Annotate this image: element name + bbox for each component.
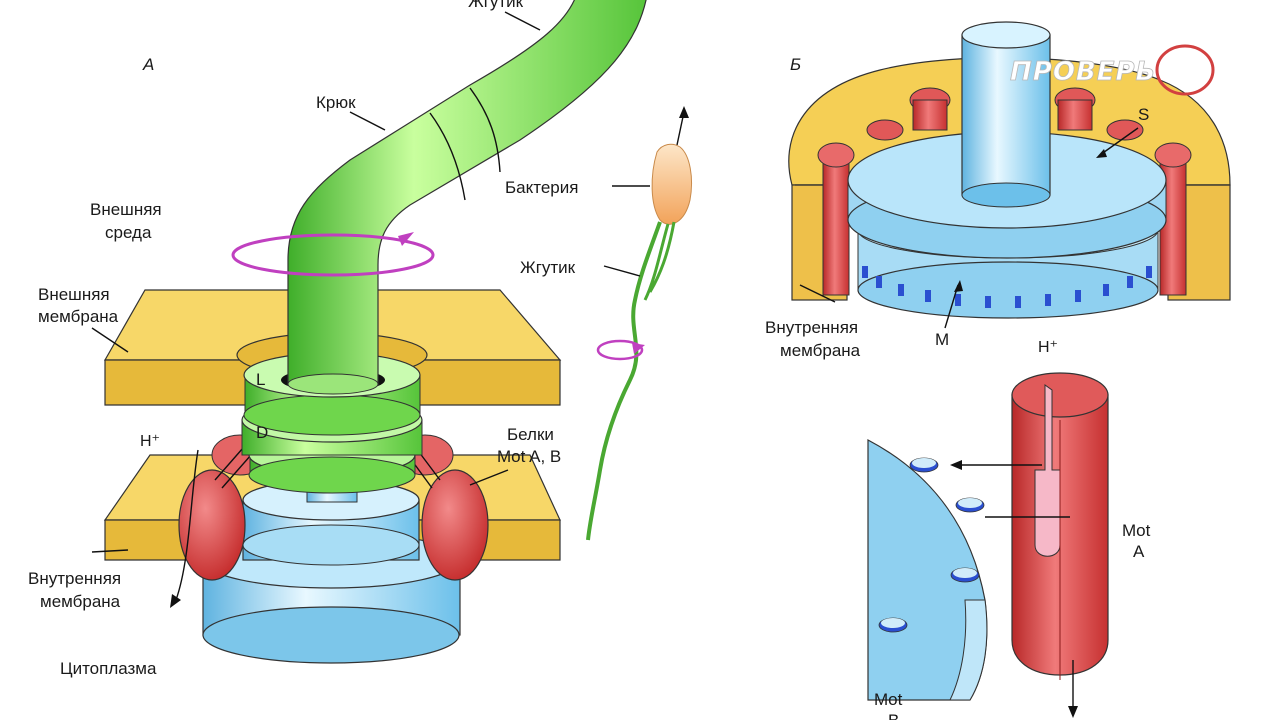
label-proton-b: H⁺ (1038, 339, 1058, 356)
label-proton-a: H⁺ (140, 433, 160, 450)
label-mot-a-2: A (1133, 542, 1145, 561)
labels-a: Жгутик Крюк Бактерия Жгутик Внешняя сред… (28, 0, 650, 678)
rotor-detail (867, 439, 988, 701)
channel-logo: ПРОВЕРЬ (1010, 44, 1215, 96)
label-outer-mem-2: мембрана (38, 307, 119, 326)
cytoplasm-rotor (202, 461, 461, 664)
bacterium-illustration (586, 106, 693, 541)
label-mot-b-1: Mot (874, 690, 903, 709)
label-cytoplasm: Цитоплазма (60, 659, 157, 678)
panel-a: А (28, 0, 693, 678)
label-proteins-1: Белки (507, 425, 554, 444)
rod-b (961, 21, 1051, 208)
label-flagellum: Жгутик (468, 0, 524, 11)
label-mot-a-1: Mot (1122, 521, 1151, 540)
mot-a-channel (950, 372, 1109, 718)
label-inner-mem-b-2: мембрана (780, 341, 861, 360)
label-outer-env-1: Внешняя (90, 200, 162, 219)
labels-b: S Внутренняя мембрана M H⁺ Mot A Mot B (765, 105, 1151, 720)
panel-b-letter: Б (790, 55, 801, 74)
label-ring-s: S (1138, 105, 1149, 124)
basal-rings (241, 352, 423, 494)
label-mot-b-2: B (888, 711, 899, 720)
label-ring-m: M (935, 330, 949, 349)
label-outer-env-2: среда (105, 223, 152, 242)
label-ring-d: D (256, 423, 268, 442)
panel-b: Б (765, 21, 1231, 720)
label-flagellum-small: Жгутик (520, 258, 576, 277)
label-inner-mem-b-1: Внутренняя (765, 318, 858, 337)
label-proteins-2: Mot A, B (497, 447, 561, 466)
label-outer-mem-1: Внешняя (38, 285, 110, 304)
label-inner-mem-2: мембрана (40, 592, 121, 611)
label-hook: Крюк (316, 93, 356, 112)
rotation-arrow-a (231, 232, 435, 277)
panel-a-letter: А (142, 55, 154, 74)
flagellum-tube (287, 0, 647, 395)
label-ring-l: L (256, 370, 265, 389)
label-bacterium: Бактерия (505, 178, 578, 197)
watermark-text: ПРОВЕРЬ (1010, 57, 1156, 87)
label-inner-mem-1: Внутренняя (28, 569, 121, 588)
